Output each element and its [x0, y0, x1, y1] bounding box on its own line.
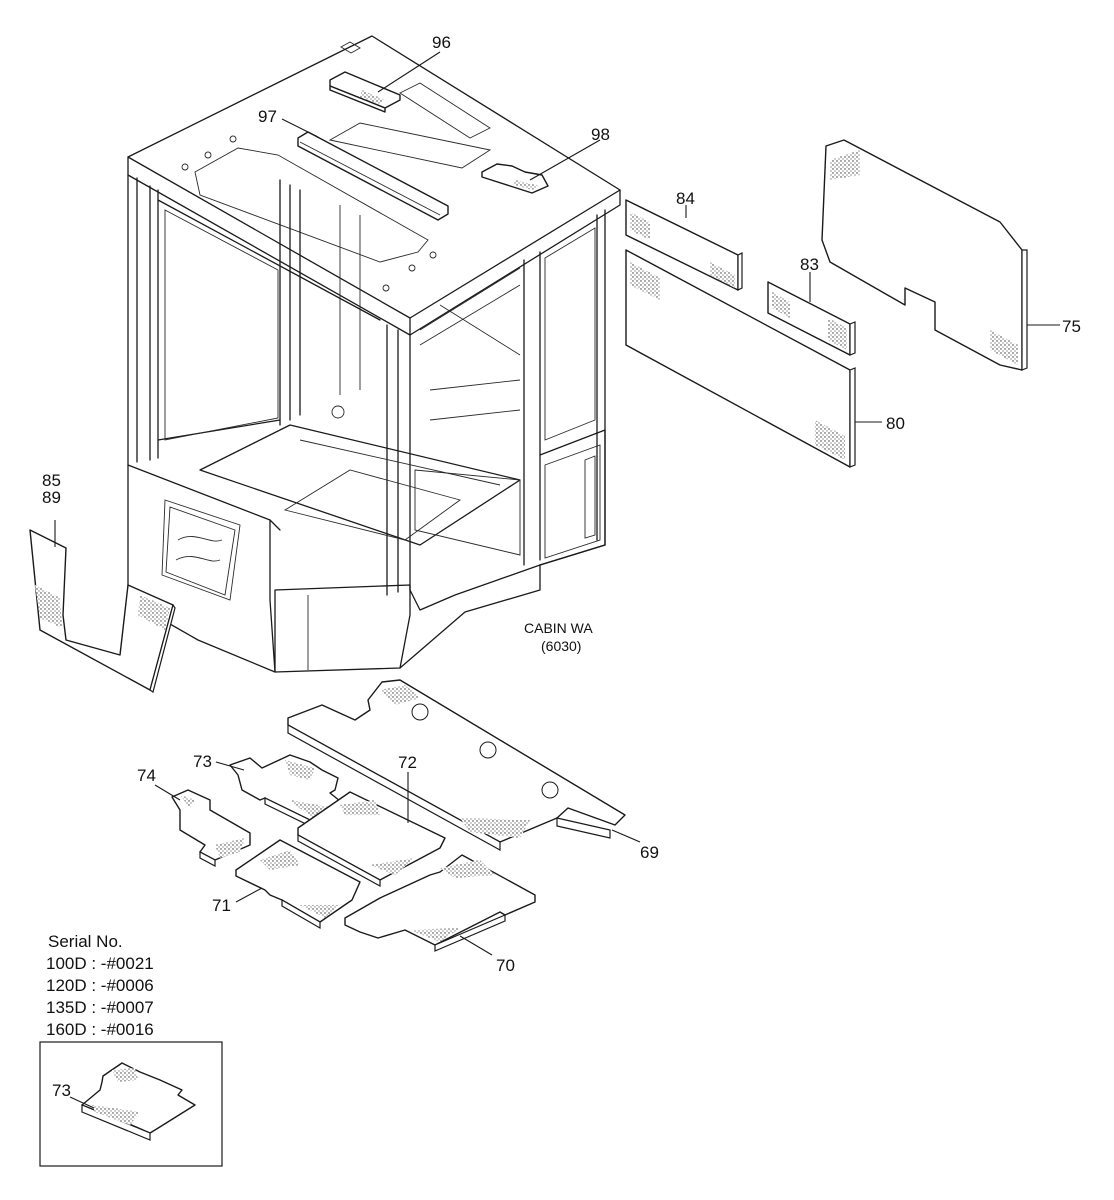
callout-labels: 96 97 98 84 83 75 80 85 89 73 74 72 69 7… — [42, 33, 1081, 1100]
callout-83: 83 — [800, 255, 819, 274]
part-98-bracket — [481, 163, 549, 194]
callout-80: 80 — [886, 414, 905, 433]
part-83-pad — [767, 281, 856, 356]
part-74-mat — [171, 789, 251, 867]
callout-75: 75 — [1062, 317, 1081, 336]
callout-74: 74 — [137, 766, 156, 785]
serial-block: Serial No. 100D : -#0021 120D : -#0006 1… — [46, 932, 154, 1039]
callout-85: 85 — [42, 471, 61, 490]
serial-line: 135D : -#0007 — [46, 998, 154, 1017]
callout-72: 72 — [398, 753, 417, 772]
part-84-pad — [625, 199, 743, 291]
cabin-code: (6030) — [541, 638, 581, 654]
serial-line: 100D : -#0021 — [46, 954, 154, 973]
part-75-pad — [821, 139, 1028, 371]
callout-73-inset: 73 — [52, 1081, 71, 1100]
callout-97: 97 — [258, 107, 277, 126]
callout-98: 98 — [591, 125, 610, 144]
callout-96: 96 — [432, 33, 451, 52]
callout-73: 73 — [193, 752, 212, 771]
part-97-rail — [297, 131, 449, 221]
inset-box — [39, 1041, 223, 1167]
part-70-mat — [344, 854, 536, 952]
part-96-bracket — [329, 71, 401, 113]
part-85-89-pad — [29, 529, 176, 693]
callout-69: 69 — [640, 843, 659, 862]
serial-title: Serial No. — [48, 932, 123, 951]
part-73-mat — [229, 754, 346, 827]
part-71-mat — [235, 839, 361, 930]
part-69-mat — [287, 679, 626, 852]
leader-lines — [54, 51, 1060, 1109]
cabin-caption: CABIN WA (6030) — [524, 620, 593, 654]
cabin-frame — [127, 35, 621, 673]
part-80-pad — [625, 249, 856, 468]
callout-89: 89 — [42, 488, 61, 507]
serial-line: 120D : -#0006 — [46, 976, 154, 995]
cabin-name: CABIN WA — [524, 620, 593, 636]
callout-70: 70 — [496, 956, 515, 975]
serial-line: 160D : -#0016 — [46, 1020, 154, 1039]
callout-71: 71 — [212, 896, 231, 915]
callout-84: 84 — [676, 189, 695, 208]
part-72-mat — [297, 791, 446, 888]
